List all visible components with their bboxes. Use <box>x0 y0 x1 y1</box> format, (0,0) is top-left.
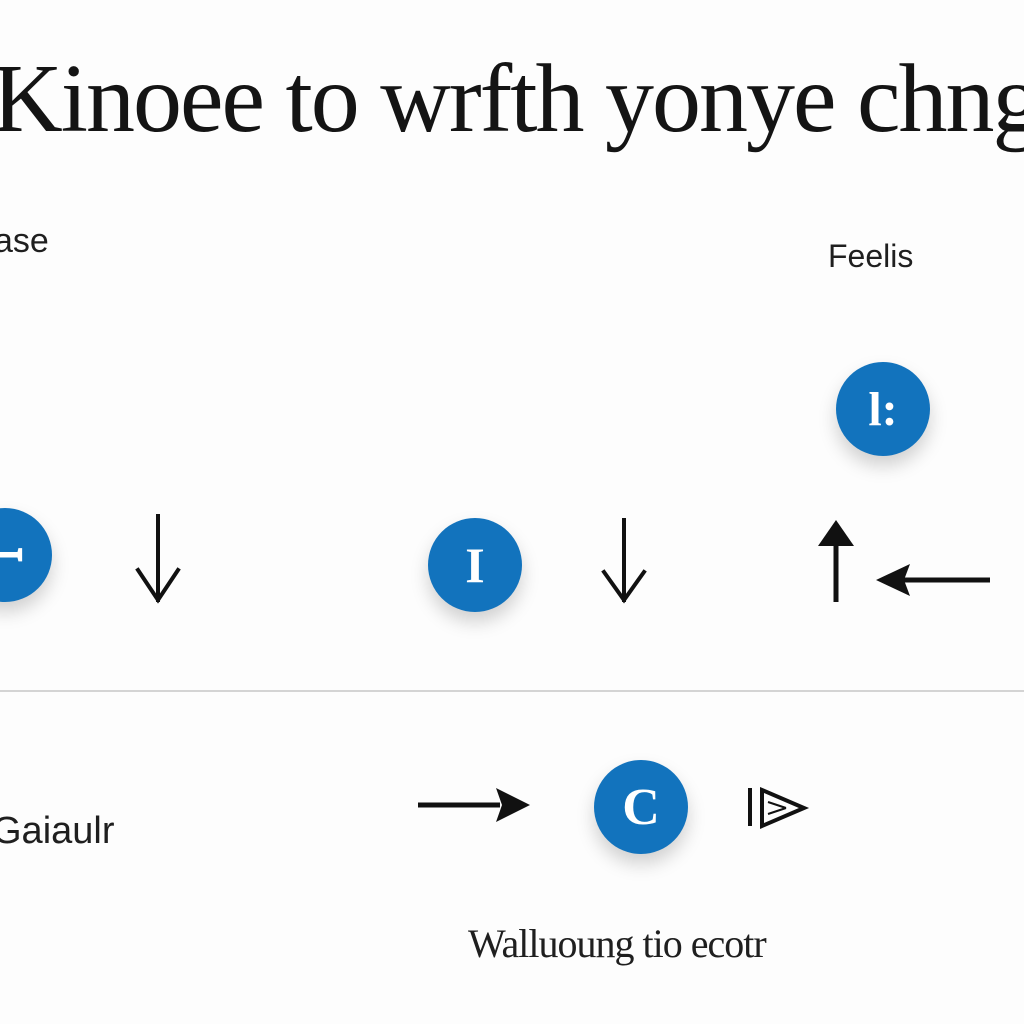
label-bottom-left: Gaiaulr <box>0 810 115 852</box>
node-center-glyph: I <box>465 537 485 593</box>
node-center: I <box>428 518 522 612</box>
section-divider <box>0 690 1024 692</box>
arrow-down-icon <box>601 518 647 604</box>
node-bottom-glyph: C <box>622 778 660 836</box>
arrow-up-icon <box>818 520 854 602</box>
label-bottom-center: Walluoung tio ecotr <box>468 921 767 966</box>
node-right-top-glyph: l: <box>868 382 898 436</box>
arrow-right-icon <box>418 788 530 822</box>
label-top-right: Feelis <box>828 238 914 274</box>
label-top-left: ase <box>0 222 49 260</box>
play-bar-icon <box>748 786 810 830</box>
arrow-down-icon <box>135 514 181 604</box>
node-bottom: C <box>594 760 688 854</box>
arrow-left-icon <box>876 564 990 596</box>
node-left-glyph: ꟷ <box>0 531 24 582</box>
diagram-title: Kinoee to wrfth yonye chng you <box>0 45 1024 153</box>
node-right-top: l: <box>836 362 930 456</box>
